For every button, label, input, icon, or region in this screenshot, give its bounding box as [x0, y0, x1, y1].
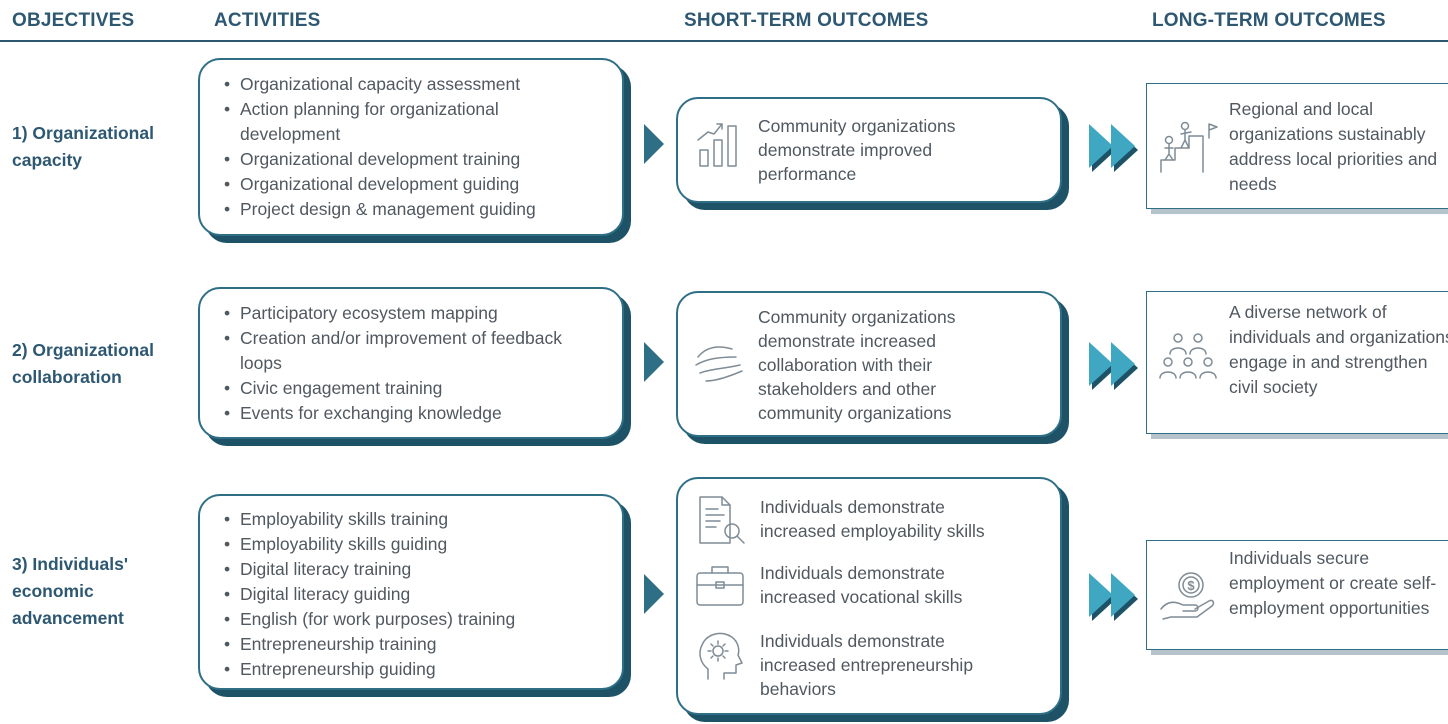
short-term-box-1: Community organizations demonstrate impr…: [676, 97, 1062, 203]
activity-item: Organizational capacity assessment: [222, 72, 592, 97]
activities-box-3: Employability skills training Employabil…: [198, 494, 624, 690]
growth-chart-icon: [692, 114, 748, 170]
head-gear-icon: [694, 627, 750, 683]
activity-item: Entrepreneurship guiding: [222, 657, 592, 682]
activity-item: Project design & management guiding: [222, 197, 592, 222]
activity-item: Organizational development guiding: [222, 172, 592, 197]
long-term-box-2: A diverse network of individuals and org…: [1146, 291, 1448, 434]
svg-text:$: $: [1187, 578, 1195, 593]
handshake-icon: [692, 335, 748, 391]
short-term-box-3: Individuals demonstrate increased employ…: [676, 477, 1062, 715]
activities-box-1: Organizational capacity assessment Actio…: [198, 58, 624, 236]
short-term-text: Individuals demonstrate increased entrep…: [760, 631, 974, 699]
hand-coin-icon: $: [1157, 565, 1219, 627]
short-term-text: Individuals demonstrate increased employ…: [760, 497, 985, 541]
activity-item: Employability skills guiding: [222, 532, 592, 557]
header-activities: ACTIVITIES: [214, 10, 321, 31]
short-term-box-2: Community organizations demonstrate incr…: [676, 291, 1062, 437]
activity-item: Civic engagement training: [222, 376, 602, 401]
long-term-text: Individuals secure employment or create …: [1229, 548, 1437, 618]
climbing-stairs-icon: [1157, 116, 1219, 178]
activity-item: Digital literacy guiding: [222, 582, 592, 607]
short-term-text: Individuals demonstrate increased vocati…: [760, 563, 963, 607]
short-term-item: Community organizations demonstrate impr…: [692, 114, 988, 186]
activity-item: Digital literacy training: [222, 557, 592, 582]
header-long-term-outcomes: LONG-TERM OUTCOMES: [1152, 10, 1386, 31]
objective-2: 2) Organizational collaboration: [12, 340, 154, 387]
long-term-box-3: $ Individuals secure employment or creat…: [1146, 540, 1448, 650]
short-term-item: Individuals demonstrate increased vocati…: [694, 559, 1020, 615]
activity-item: Employability skills training: [222, 507, 592, 532]
activity-item: Creation and/or improvement of feedback …: [222, 326, 602, 376]
activity-item: English (for work purposes) training: [222, 607, 592, 632]
activity-item: Organizational development training: [222, 147, 592, 172]
short-term-text: Community organizations demonstrate impr…: [758, 116, 956, 184]
resume-search-icon: [694, 493, 750, 549]
long-term-text: A diverse network of individuals and org…: [1229, 302, 1448, 397]
activities-box-2: Participatory ecosystem mapping Creation…: [198, 287, 624, 439]
objective-3: 3) Individuals' economic advancement: [12, 554, 128, 628]
header-divider: [0, 40, 1448, 42]
header-short-term-outcomes: SHORT-TERM OUTCOMES: [684, 10, 929, 31]
short-term-text: Community organizations demonstrate incr…: [758, 307, 956, 423]
arrow-chevron-2: [644, 342, 664, 382]
arrow-chevron-3: [644, 574, 664, 614]
briefcase-icon: [694, 559, 750, 615]
activity-item: Entrepreneurship training: [222, 632, 592, 657]
activity-item: Participatory ecosystem mapping: [222, 301, 602, 326]
activity-item: Action planning for organizational devel…: [222, 97, 592, 147]
long-term-text: Regional and local organizations sustain…: [1229, 99, 1438, 194]
short-term-item: Individuals demonstrate increased entrep…: [694, 627, 1020, 701]
long-term-box-1: Regional and local organizations sustain…: [1146, 83, 1448, 209]
people-network-icon: [1157, 330, 1219, 392]
short-term-item: Community organizations demonstrate incr…: [692, 305, 988, 425]
short-term-item: Individuals demonstrate increased employ…: [694, 493, 1020, 549]
arrow-chevron-1: [644, 124, 664, 164]
activity-item: Events for exchanging knowledge: [222, 401, 602, 426]
objective-1: 1) Organizational capacity: [12, 123, 154, 170]
header-objectives: OBJECTIVES: [12, 10, 135, 31]
